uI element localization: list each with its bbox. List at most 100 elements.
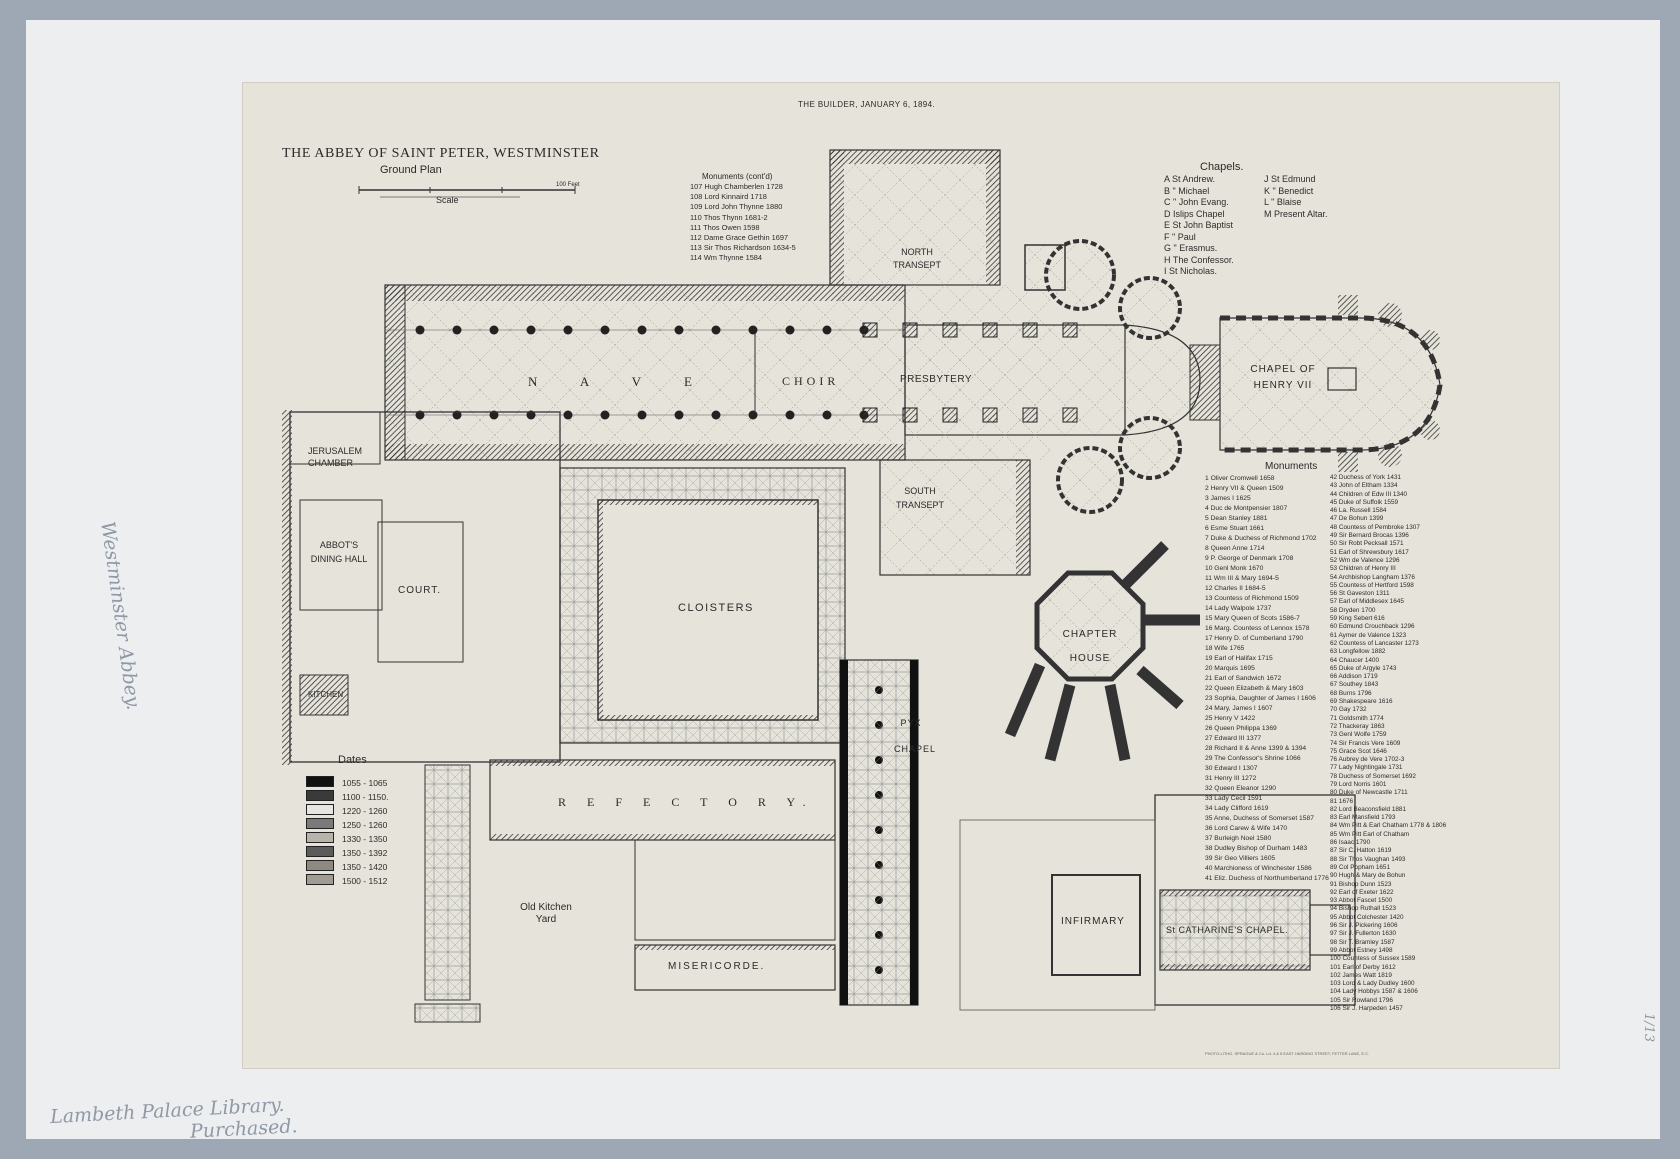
monument-item: 80 Duke of Newcastle 1711 [1330, 789, 1408, 797]
monument-item: 38 Dudley Bishop of Durham 1483 [1205, 845, 1308, 852]
monument-item: 67 Southey 1843 [1330, 681, 1379, 689]
monument-item: 52 Wm de Valence 1296 [1330, 556, 1400, 564]
monument-item: 36 Lord Carew & Wife 1470 [1205, 825, 1288, 832]
henry-vii-chapel-walls [1219, 295, 1443, 472]
monument-item: 49 Sir Bernard Brocas 1396 [1330, 532, 1409, 540]
pier [415, 325, 425, 335]
pier [942, 322, 958, 338]
pier [1022, 322, 1038, 338]
monument-item: 45 Duke of Suffolk 1559 [1330, 498, 1399, 506]
monument-item: 35 Anne, Duchess of Somerset 1587 [1205, 815, 1314, 822]
pyx-chapel-walls [839, 659, 919, 1006]
date-legend-swatch [306, 832, 334, 843]
monument-item: 111 Thos Owen 1598 [690, 222, 760, 232]
monument-item: 93 Abbot Fascet 1500 [1330, 897, 1393, 905]
monument-item: 3 James I 1625 [1205, 495, 1251, 502]
chapel-legend-item: B " Michael [1164, 185, 1210, 196]
date-legend-swatch [306, 790, 334, 801]
pier [711, 325, 721, 335]
monument-item: 112 Dame Grace Gethin 1697 [690, 233, 789, 243]
monument-item: 109 Lord John Thynne 1880 [690, 202, 783, 212]
pier [637, 410, 647, 420]
monument-item: 24 Mary, James I 1607 [1205, 705, 1273, 712]
monument-item: 95 Abbot Colchester 1420 [1330, 913, 1404, 921]
label-chapel-henry-vii: CHAPEL OF HENRY VII [1250, 364, 1316, 391]
chapel-legend-item: I St Nicholas. [1164, 266, 1218, 276]
monument-item: 86 Isaac 1790 [1330, 839, 1371, 847]
monument-item: 88 Sir Thos Vaughan 1493 [1330, 855, 1406, 863]
monuments-header: Monuments [1265, 461, 1318, 472]
west-ranges [282, 410, 561, 1023]
monument-item: 108 Lord Kinnaird 1718 [690, 192, 767, 202]
monument-item: 106 Sir J. Harpeden 1457 [1330, 1005, 1403, 1012]
monument-item: 27 Edward III 1377 [1205, 735, 1262, 742]
monument-item: 101 Earl of Derby 1612 [1330, 963, 1396, 971]
pier [452, 410, 462, 420]
monument-item: 43 John of Eltham 1334 [1330, 482, 1398, 490]
monument-item: 30 Edward I 1307 [1205, 765, 1258, 772]
label-nave: N A V E [528, 374, 712, 389]
date-legend-swatch [306, 818, 334, 829]
pier [862, 407, 878, 423]
monument-item: 68 Burns 1796 [1330, 689, 1372, 697]
label-pyx-chapel: PYX CHAPEL [894, 718, 937, 754]
monument-item: 34 Lady Clifford 1619 [1205, 805, 1269, 812]
label-st-catharines-chapel: St CATHARINE'S CHAPEL. [1166, 925, 1289, 935]
monument-item: 57 Earl of Middlesex 1645 [1330, 598, 1404, 606]
pier [489, 410, 499, 420]
monument-item: 60 Edmund Crouchback 1296 [1330, 623, 1415, 631]
monument-item: 99 Abbot Estney 1498 [1330, 946, 1393, 954]
monument-item: 21 Earl of Sandwich 1672 [1205, 675, 1282, 682]
monument-item: 85 Wm Pitt Earl of Chatham [1330, 830, 1410, 838]
monument-item: 77 Lady Nightingale 1731 [1330, 764, 1403, 772]
monument-item: 4 Duc de Montpensier 1807 [1205, 505, 1288, 512]
monument-item: 25 Henry V 1422 [1205, 715, 1256, 722]
monument-item: 81 1676 [1330, 797, 1354, 805]
monument-item: 16 Marg. Countess of Lennox 1578 [1205, 625, 1310, 632]
monument-item: 78 Duchess of Somerset 1692 [1330, 772, 1416, 780]
monument-item: 96 Sir J. Pickering 1606 [1330, 922, 1398, 930]
monument-item: 82 Lord Beaconsfield 1881 [1330, 805, 1407, 813]
monument-item: 11 Wm III & Mary 1694-5 [1205, 575, 1279, 582]
pier [526, 410, 536, 420]
monument-item: 102 James Watt 1819 [1330, 971, 1392, 979]
pier [637, 325, 647, 335]
monument-item: 13 Countess of Richmond 1509 [1205, 595, 1299, 602]
monument-item: 33 Lady Cecil 1591 [1205, 795, 1263, 802]
monument-item: 75 Grace Scot 1646 [1330, 747, 1387, 755]
label-kitchen: KITCHEN [308, 690, 344, 699]
pier [711, 410, 721, 420]
label-abbots-dining-hall: ABBOT'S DINING HALL [310, 540, 368, 564]
pier [982, 322, 998, 338]
chapel-legend-item: H The Confessor. [1164, 254, 1234, 265]
monument-item: 44 Children of Edw III 1340 [1330, 490, 1408, 498]
pier [674, 410, 684, 420]
pier [563, 410, 573, 420]
date-legend-label: 1250 - 1260 [342, 820, 388, 830]
monument-item: 29 The Confessor's Shrine 1066 [1205, 755, 1301, 762]
monument-item: 72 Thackeray 1863 [1330, 722, 1385, 730]
monument-item: 40 Marchioness of Winchester 1586 [1205, 865, 1312, 872]
monument-item: 104 Lady Hobbys 1587 & 1606 [1330, 988, 1418, 996]
monument-item: 48 Countess of Pembroke 1307 [1330, 523, 1420, 531]
pier [1022, 407, 1038, 423]
monument-item: 56 St Gaveston 1311 [1330, 590, 1390, 598]
monument-item: 59 King Sebert 616 [1330, 615, 1385, 623]
cloisters-walls [559, 467, 846, 744]
date-legend-label: 1330 - 1350 [342, 834, 388, 844]
pier [1062, 322, 1078, 338]
date-legend-swatch [306, 776, 334, 787]
monument-item: 19 Earl of Halifax 1715 [1205, 655, 1273, 662]
monument-item: 39 Sir Geo Villiers 1605 [1205, 855, 1276, 862]
monument-item: 89 Col Popham 1651 [1330, 863, 1391, 871]
monument-item: 51 Earl of Shrewsbury 1617 [1330, 548, 1409, 556]
monument-item: 114 Wm Thynne 1584 [690, 253, 763, 263]
chapel-legend-item: L " Blaise [1264, 197, 1302, 207]
monument-item: 91 Bishop Dunn 1523 [1330, 880, 1392, 888]
refectory-walls [489, 759, 836, 991]
label-presbytery: PRESBYTERY [900, 374, 973, 385]
